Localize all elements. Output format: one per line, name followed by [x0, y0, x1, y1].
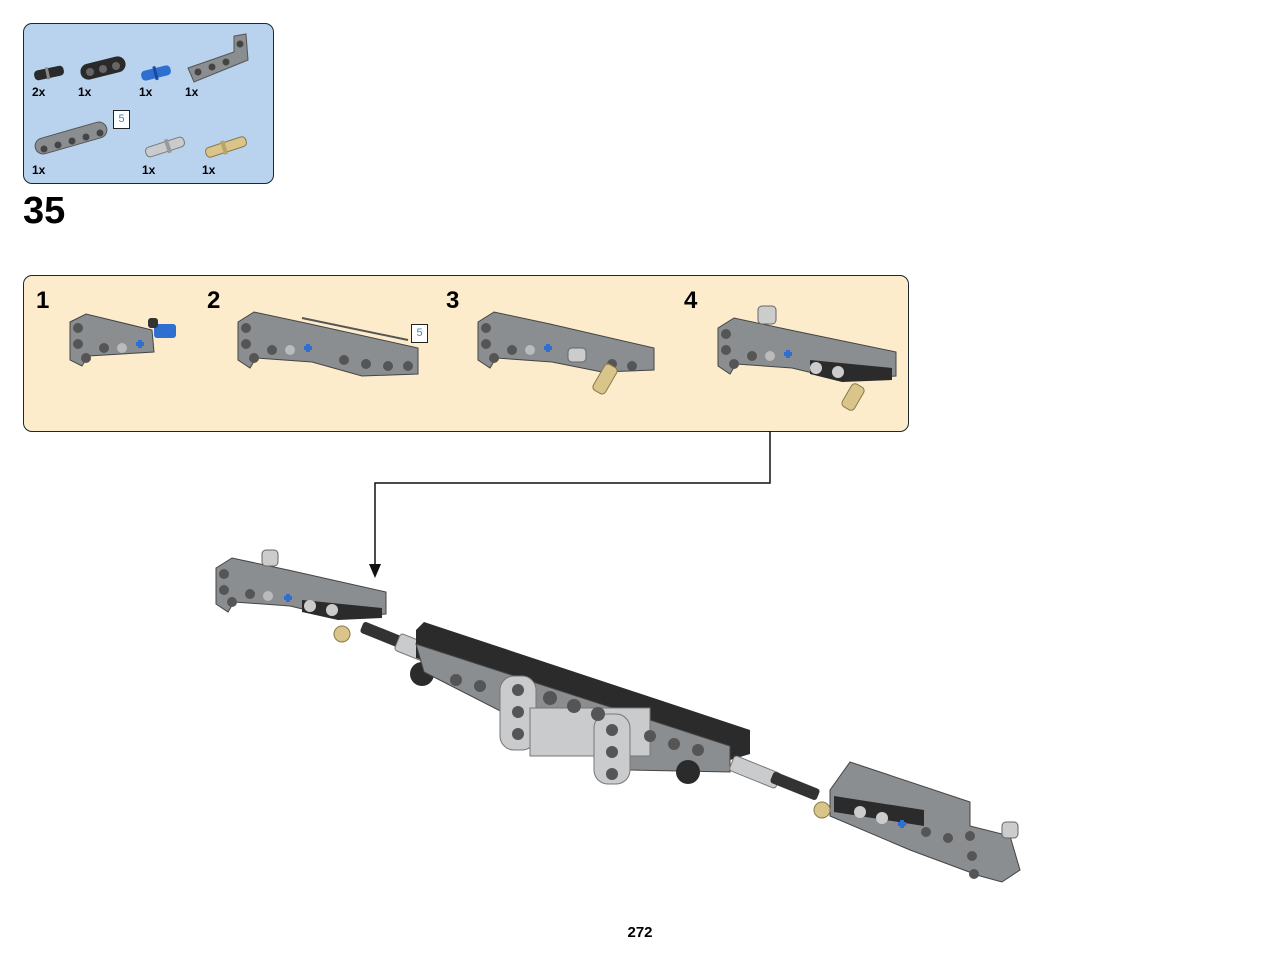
part-qty: 1x — [185, 85, 199, 99]
part-qty: 2x — [32, 85, 46, 99]
gray-beam-part-icon — [34, 121, 108, 155]
parts-list-box: 2x 1x 1x 1x 5 1x 1x 1x — [23, 23, 274, 184]
length-badge: 5 — [113, 110, 130, 129]
tan-pin-part-icon — [205, 136, 247, 158]
step-number: 35 — [23, 190, 66, 232]
substep-2-assembly-image — [237, 311, 419, 377]
part-qty: 1x — [139, 85, 153, 99]
part-qty: 1x — [78, 85, 92, 99]
substep-number: 2 — [207, 287, 221, 314]
page-number: 272 — [627, 924, 653, 941]
substep-1-assembly-image — [69, 313, 176, 367]
substep-number: 4 — [684, 287, 698, 314]
substep-number: 3 — [446, 287, 460, 314]
gray-angled-beam-part-icon — [187, 33, 249, 83]
black-beam-part-icon — [80, 56, 126, 80]
black-pin-part-icon — [34, 65, 64, 81]
blue-axle-pin-part-icon — [141, 65, 171, 81]
subassembly-box: 1 2 3 4 5 — [23, 275, 909, 432]
part-qty: 1x — [32, 163, 46, 177]
central-frame — [415, 622, 750, 785]
substep-number: 1 — [36, 287, 50, 314]
length-badge: 5 — [411, 324, 428, 343]
substep-4-assembly-image — [717, 305, 897, 411]
left-subassembly — [215, 549, 387, 643]
right-subassembly — [813, 761, 1021, 883]
part-qty: 1x — [202, 163, 216, 177]
light-gray-pin-part-icon — [144, 136, 186, 158]
substep-3-assembly-image — [477, 311, 655, 395]
part-qty: 1x — [142, 163, 156, 177]
main-assembly-image — [215, 549, 1021, 883]
